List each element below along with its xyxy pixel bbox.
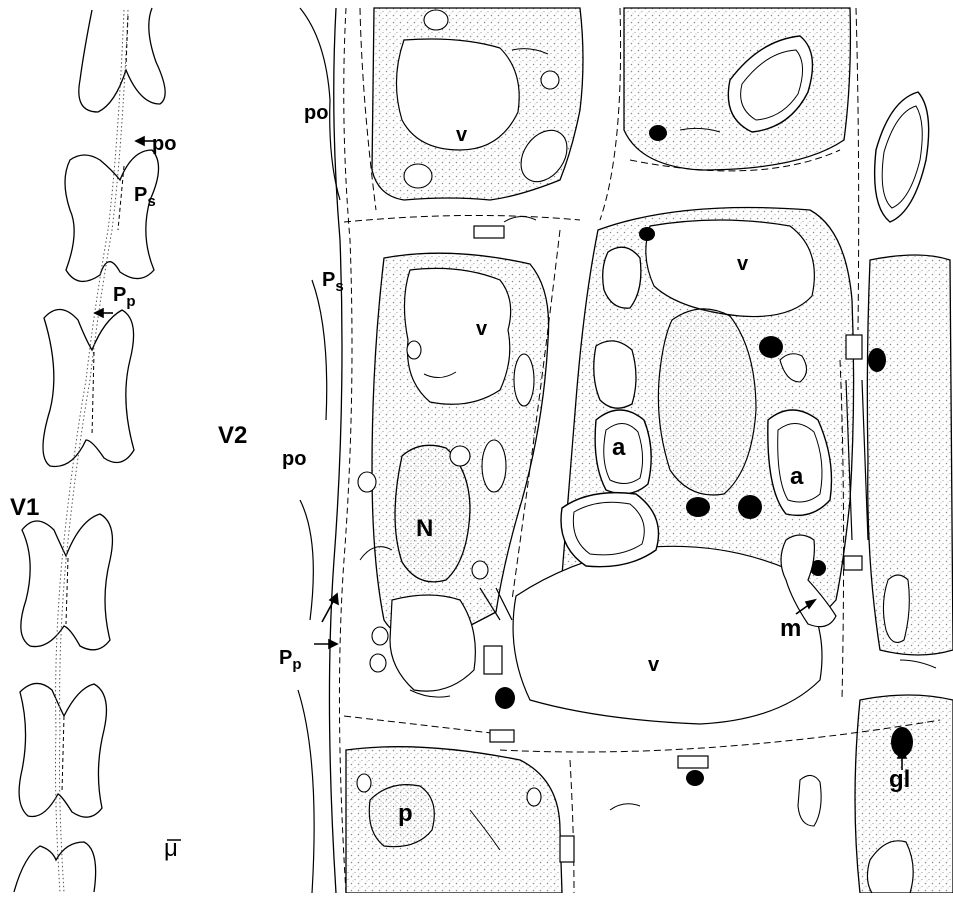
label-po-v1: po bbox=[152, 134, 176, 154]
vacuole-middle bbox=[404, 268, 510, 404]
vacuole-center-bottom bbox=[513, 546, 822, 724]
label-nucleus: N bbox=[416, 517, 433, 541]
v1-cell-4 bbox=[21, 514, 113, 650]
cell-right-column bbox=[867, 255, 953, 655]
label-ps-v2: Ps bbox=[322, 270, 344, 290]
label-scale-mu: μ bbox=[164, 837, 178, 861]
label-globule: gl bbox=[889, 768, 910, 792]
v1-pit-pairs bbox=[62, 16, 128, 792]
v1-cell-1 bbox=[79, 8, 165, 112]
label-vacuole-bottom: v bbox=[648, 655, 659, 675]
label-pp-v2: Pp bbox=[279, 648, 302, 668]
label-vacuole-middle: v bbox=[476, 319, 487, 339]
label-mitochondrion: m bbox=[780, 617, 801, 641]
vacuole-lower-left bbox=[390, 595, 475, 691]
v1-cell-5 bbox=[19, 683, 106, 817]
label-po-top: po bbox=[304, 103, 328, 123]
label-plastid-p: p bbox=[398, 802, 413, 826]
nucleus-center bbox=[658, 309, 756, 495]
v1-cell-6 bbox=[14, 842, 96, 892]
label-v1: V1 bbox=[10, 496, 39, 520]
plastid-small-left bbox=[603, 247, 641, 308]
label-po-mid: po bbox=[282, 449, 306, 469]
label-vacuole-top: v bbox=[456, 125, 467, 145]
v2-tissue bbox=[298, 8, 953, 893]
plastid-mid-left bbox=[594, 341, 636, 408]
label-ps-v1: Ps bbox=[134, 185, 156, 205]
label-plastid-a-right: a bbox=[790, 465, 803, 489]
label-vacuole-center: v bbox=[737, 254, 748, 274]
label-v2: V2 bbox=[218, 424, 247, 448]
label-pp-v1: Pp bbox=[113, 285, 136, 305]
label-plastid-a-left: a bbox=[612, 436, 625, 460]
v1-cell-2 bbox=[65, 150, 159, 281]
v1-midline bbox=[56, 10, 129, 892]
